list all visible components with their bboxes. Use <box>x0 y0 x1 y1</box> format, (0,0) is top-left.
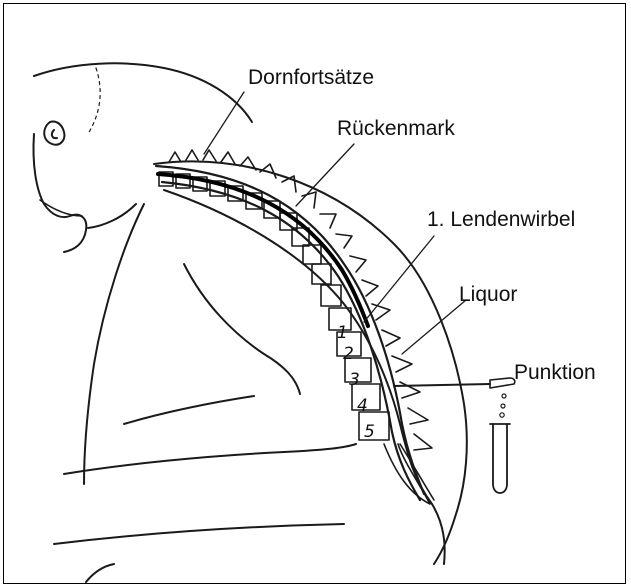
puncture-needle <box>394 378 515 388</box>
label-erster-lendenwirbel: 1. Lendenwirbel <box>427 209 575 230</box>
vertebra-number-3: 3 <box>349 372 360 389</box>
label-liquor: Liquor <box>459 284 517 305</box>
head-outline <box>33 63 252 252</box>
vertebra-number-1: 1 <box>337 325 348 342</box>
vertebra-number-2: 2 <box>343 346 354 363</box>
spinal-cord <box>158 174 368 326</box>
csf-drops <box>500 394 506 417</box>
label-rueckenmark: Rückenmark <box>337 118 455 139</box>
arm-outline <box>54 204 356 582</box>
diagram-frame: Dornfortsätze Rückenmark 1. Lendenwirbel… <box>3 3 626 584</box>
vertebra-number-5: 5 <box>364 424 375 441</box>
lumbar-puncture-illustration <box>4 4 626 584</box>
label-dornfortsaetze: Dornfortsätze <box>248 67 374 88</box>
spinous-processes <box>169 150 432 450</box>
vertebra-number-4: 4 <box>357 398 368 415</box>
back-outline <box>154 162 467 564</box>
test-tube-icon <box>490 424 510 493</box>
label-punktion: Punktion <box>514 362 596 383</box>
